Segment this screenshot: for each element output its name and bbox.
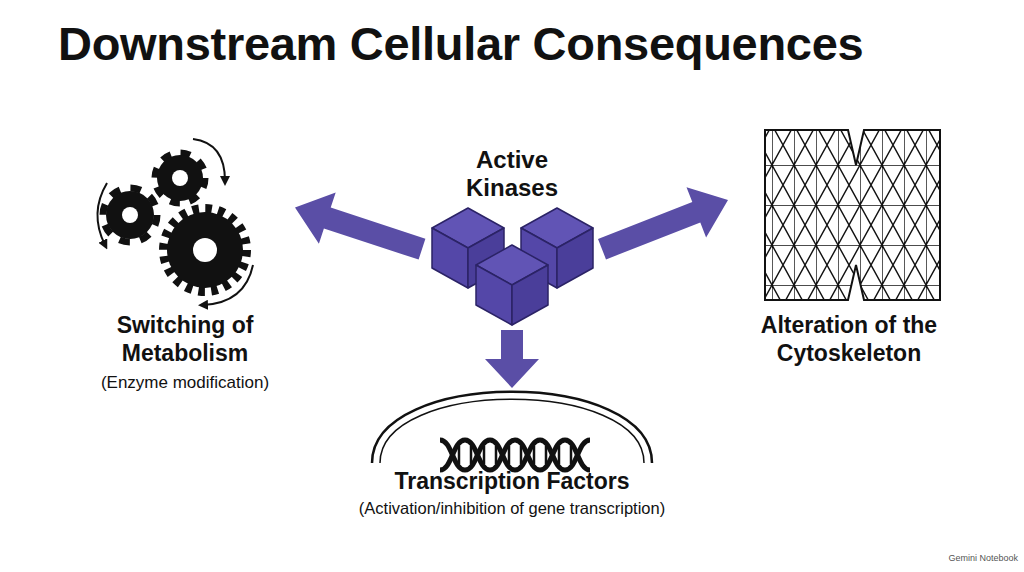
kinase-cubes: [432, 208, 593, 325]
node-heading: Transcription Factors: [320, 468, 704, 496]
node-subtext: (Enzyme modification): [75, 373, 295, 393]
node-heading: Active Kinases: [447, 146, 577, 201]
arrow-connector: [295, 192, 425, 259]
node-heading: Switching of Metabolism: [85, 312, 285, 367]
arrow-connector: [598, 187, 728, 259]
cytoskeleton-node: Alteration of the Cytoskeleton: [728, 125, 970, 375]
node-heading: Alteration of the Cytoskeleton: [734, 312, 964, 367]
arrow-connector: [485, 330, 539, 388]
dna-icon: [372, 392, 652, 470]
metabolism-node: Switching of Metabolism (Enzyme modificat…: [75, 125, 295, 400]
gears-icon: [97, 139, 253, 305]
transcription-node: Transcription Factors (Activation/inhibit…: [320, 388, 704, 530]
cytoskeleton-icon: [765, 130, 940, 300]
watermark: Gemini Notebook: [948, 553, 1018, 563]
node-subtext: (Activation/inhibition of gene transcrip…: [320, 499, 704, 519]
kinase-node: Active Kinases: [422, 142, 602, 330]
title: Downstream Cellular Consequences: [58, 16, 863, 71]
